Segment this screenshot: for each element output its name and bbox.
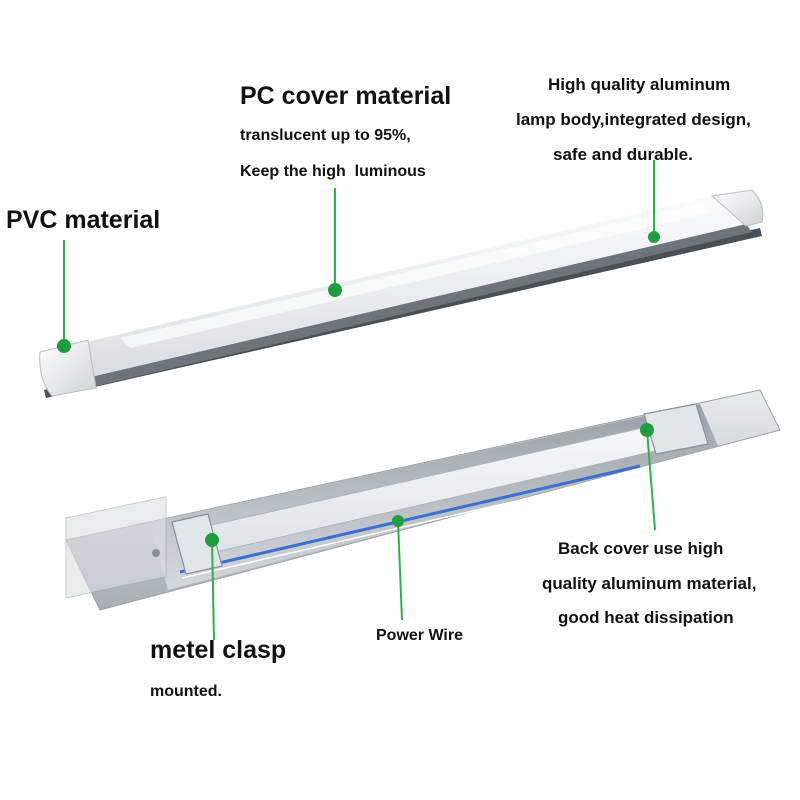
- power-wire-line-2: [181, 471, 643, 579]
- callout-line-power-wire: [397, 520, 403, 621]
- back-cover-desc-line2: quality aluminum material,: [542, 574, 757, 593]
- aluminum-desc-line1: High quality aluminum: [548, 75, 731, 94]
- aluminum-desc-line2: lamp body,integrated design,: [516, 110, 751, 129]
- callout-line-metel-clasp: [211, 539, 215, 641]
- aluminum-desc-line3: safe and durable.: [553, 145, 693, 164]
- callout-dot-pvc: [57, 339, 71, 353]
- metel-clasp-title: metel clasp: [150, 636, 287, 664]
- callout-dot-metel-clasp: [205, 533, 219, 547]
- callout-dot-pc-cover: [328, 283, 342, 297]
- callout-dot-back-cover: [640, 423, 654, 437]
- callout-line-back-cover: [646, 429, 656, 531]
- end-plate-left: [65, 496, 167, 599]
- screw-hole: [152, 549, 160, 557]
- aluminum-body-strip: [52, 224, 752, 395]
- pc-cover-title: PC cover material: [240, 82, 452, 110]
- metal-clasp-right: [643, 403, 709, 455]
- pvc-title: PVC material: [6, 206, 161, 234]
- pc-cover-desc-line2: Keep the high luminous: [240, 163, 426, 180]
- pvc-end-cap-left: [39, 339, 97, 397]
- metel-clasp-sub: mounted.: [150, 683, 222, 700]
- opened-lamp: [65, 389, 781, 611]
- metal-clasp-left: [171, 513, 223, 575]
- led-board: [189, 423, 669, 557]
- power-wire-label: Power Wire: [376, 627, 463, 644]
- back-cover-desc-line1: Back cover use high: [558, 539, 724, 558]
- callout-dot-aluminum: [648, 231, 660, 243]
- diffuser-highlight: [120, 204, 714, 348]
- power-wire-line: [179, 464, 641, 574]
- callouts: [57, 160, 660, 641]
- back-cover-desc-line3: good heat dissipation: [558, 608, 734, 627]
- pvc-end-cap-right: [710, 189, 764, 227]
- callout-dot-power-wire: [392, 515, 404, 527]
- assembled-lamp: [39, 189, 764, 398]
- pc-cover-desc-line1: translucent up to 95%,: [240, 127, 411, 144]
